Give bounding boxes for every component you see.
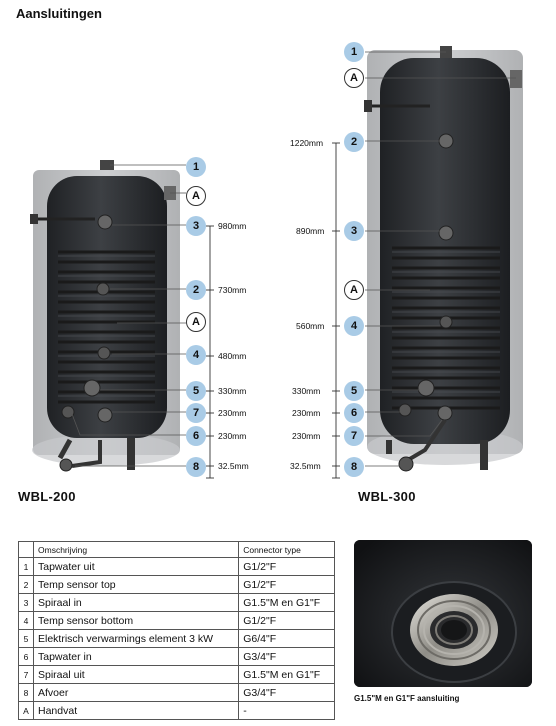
row-number: 1 bbox=[18, 557, 34, 576]
row-description: Elektrisch verwarmings element 3 kW bbox=[32, 629, 240, 648]
table-row: 1 Tapwater uit G1/2"F bbox=[18, 557, 335, 576]
model-label-wbl-200: WBL-200 bbox=[18, 489, 76, 504]
dim-left-330: 330mm bbox=[218, 386, 247, 396]
dim-left-230b: 230mm bbox=[218, 431, 247, 441]
dim-right-230a: 230mm bbox=[292, 408, 321, 418]
row-number: 2 bbox=[18, 575, 34, 594]
marker-4-right: 4 bbox=[344, 316, 364, 336]
marker-a-left-mid: A bbox=[186, 312, 206, 332]
table-row: A Handvat - bbox=[18, 701, 335, 720]
header-omschrijving: Omschrijving bbox=[32, 541, 240, 558]
marker-6-right: 6 bbox=[344, 403, 364, 423]
row-connector: - bbox=[238, 701, 335, 720]
fitting-photo bbox=[354, 540, 532, 687]
marker-1-left: 1 bbox=[186, 157, 206, 177]
row-number: 5 bbox=[18, 629, 34, 648]
dim-left-32-5: 32.5mm bbox=[218, 461, 249, 471]
table-row: 7 Spiraal uit G1.5"M en G1"F bbox=[18, 665, 335, 684]
marker-a-right-mid: A bbox=[344, 280, 364, 300]
marker-7-left: 7 bbox=[186, 403, 206, 423]
row-number: 3 bbox=[18, 593, 34, 612]
row-connector: G6/4"F bbox=[238, 629, 335, 648]
marker-8-left: 8 bbox=[186, 457, 206, 477]
marker-1-right: 1 bbox=[344, 42, 364, 62]
row-description: Handvat bbox=[32, 701, 240, 720]
photo-caption: G1.5"M en G1"F aansluiting bbox=[354, 694, 460, 703]
table-row: 4 Temp sensor bottom G1/2"F bbox=[18, 611, 335, 630]
row-number: A bbox=[18, 701, 34, 720]
dim-left-480: 480mm bbox=[218, 351, 247, 361]
row-connector: G1/2"F bbox=[238, 557, 335, 576]
header-num bbox=[18, 541, 34, 558]
header-connector-type: Connector type bbox=[238, 541, 335, 558]
dim-right-230b: 230mm bbox=[292, 431, 321, 441]
row-number: 6 bbox=[18, 647, 34, 666]
row-description: Spiraal uit bbox=[32, 665, 240, 684]
table-header-row: Omschrijving Connector type bbox=[18, 541, 335, 558]
marker-5-right: 5 bbox=[344, 381, 364, 401]
dim-left-980: 980mm bbox=[218, 221, 247, 231]
table-row: 2 Temp sensor top G1/2"F bbox=[18, 575, 335, 594]
row-connector: G1.5"M en G1"F bbox=[238, 593, 335, 612]
row-description: Tapwater uit bbox=[32, 557, 240, 576]
row-description: Afvoer bbox=[32, 683, 240, 702]
marker-a-left-top: A bbox=[186, 186, 206, 206]
dim-right-560: 560mm bbox=[296, 321, 325, 331]
connections-table: Omschrijving Connector type 1 Tapwater u… bbox=[18, 541, 335, 720]
tanks-diagram bbox=[30, 46, 523, 479]
fitting-illustration bbox=[354, 540, 532, 687]
row-description: Temp sensor top bbox=[32, 575, 240, 594]
row-connector: G1/2"F bbox=[238, 575, 335, 594]
marker-7-right: 7 bbox=[344, 426, 364, 446]
marker-2-right: 2 bbox=[344, 132, 364, 152]
row-number: 8 bbox=[18, 683, 34, 702]
dim-right-32-5: 32.5mm bbox=[290, 461, 321, 471]
dim-right-890: 890mm bbox=[296, 226, 325, 236]
row-number: 4 bbox=[18, 611, 34, 630]
marker-6-left: 6 bbox=[186, 426, 206, 446]
marker-2-left: 2 bbox=[186, 280, 206, 300]
tank-wbl-300 bbox=[364, 46, 523, 472]
row-description: Spiraal in bbox=[32, 593, 240, 612]
dim-left-230a: 230mm bbox=[218, 408, 247, 418]
marker-8-right: 8 bbox=[344, 457, 364, 477]
tank-wbl-200 bbox=[30, 160, 180, 472]
row-connector: G1.5"M en G1"F bbox=[238, 665, 335, 684]
row-number: 7 bbox=[18, 665, 34, 684]
row-description: Tapwater in bbox=[32, 647, 240, 666]
page-title: Aansluitingen bbox=[16, 6, 102, 21]
model-label-wbl-300: WBL-300 bbox=[358, 489, 416, 504]
row-description: Temp sensor bottom bbox=[32, 611, 240, 630]
table-row: 6 Tapwater in G3/4"F bbox=[18, 647, 335, 666]
marker-3-left: 3 bbox=[186, 216, 206, 236]
dim-right-1220: 1220mm bbox=[290, 138, 324, 148]
marker-4-left: 4 bbox=[186, 345, 206, 365]
dim-left-730: 730mm bbox=[218, 285, 247, 295]
table-row: 8 Afvoer G3/4"F bbox=[18, 683, 335, 702]
marker-3-right: 3 bbox=[344, 221, 364, 241]
marker-5-left: 5 bbox=[186, 381, 206, 401]
row-connector: G3/4"F bbox=[238, 683, 335, 702]
table-row: 3 Spiraal in G1.5"M en G1"F bbox=[18, 593, 335, 612]
table-row: 5 Elektrisch verwarmings element 3 kW G6… bbox=[18, 629, 335, 648]
row-connector: G3/4"F bbox=[238, 647, 335, 666]
dim-right-330: 330mm bbox=[292, 386, 321, 396]
row-connector: G1/2"F bbox=[238, 611, 335, 630]
marker-a-right-top: A bbox=[344, 68, 364, 88]
